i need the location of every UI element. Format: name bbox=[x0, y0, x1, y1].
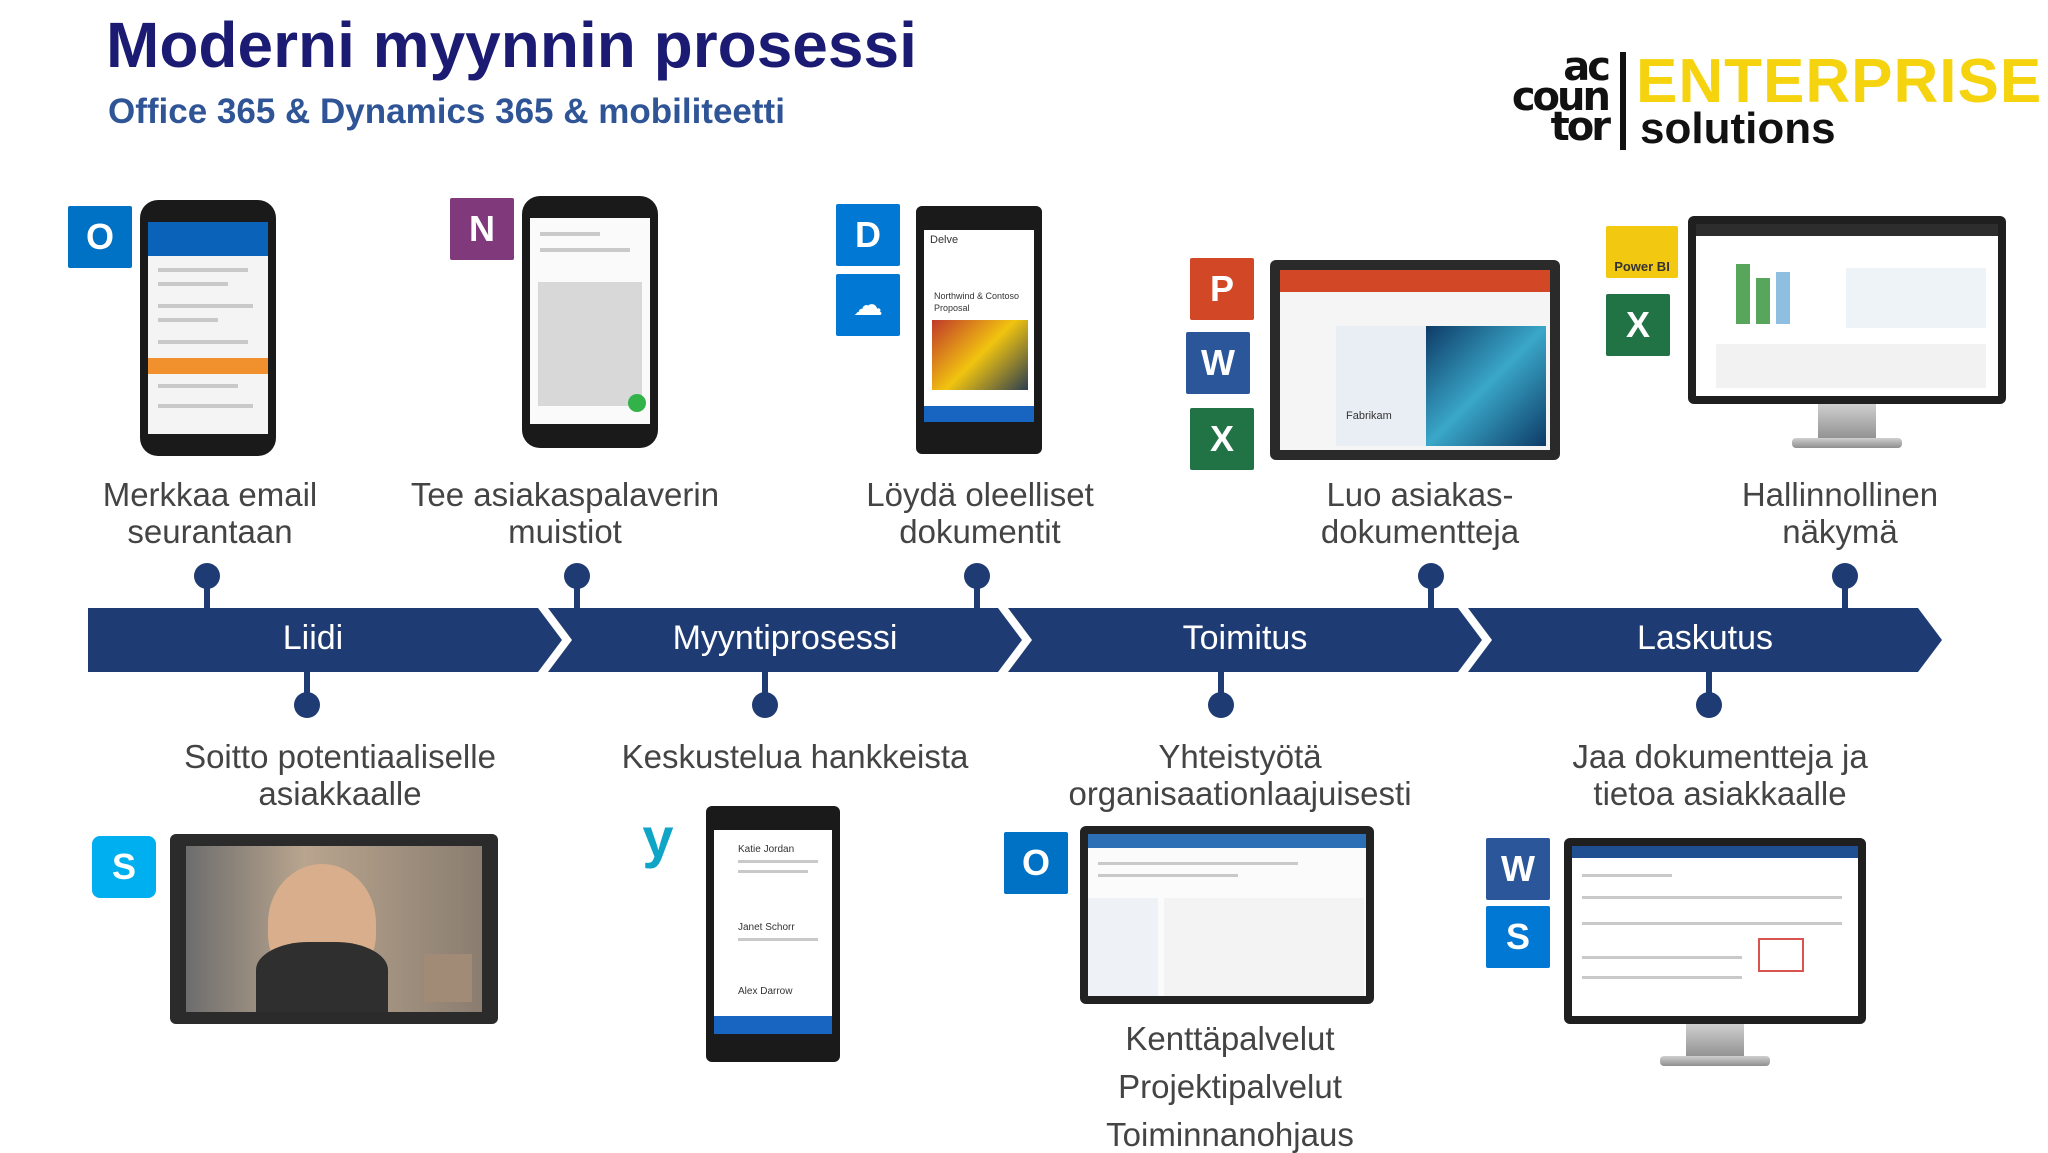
monitor-stand bbox=[1686, 1024, 1744, 1058]
pin-stem-top-4 bbox=[1428, 586, 1434, 610]
sharepoint-monitor bbox=[1564, 838, 1866, 1024]
step-label-discussion: Keskustelua hankkeista bbox=[621, 738, 969, 775]
phase-label-delivery: Toimitus bbox=[1182, 619, 1308, 657]
outlook-icon: O bbox=[1004, 832, 1068, 894]
monitor-base bbox=[1660, 1056, 1770, 1066]
step-label-collaboration: Yhteistyötä organisaationlaajuisesti bbox=[1068, 738, 1412, 812]
yammer-person-1: Katie Jordan bbox=[738, 844, 795, 855]
pin-top-4 bbox=[1418, 563, 1444, 589]
service-erp: Toiminnanohjaus bbox=[1106, 1116, 1354, 1153]
outlook-phone bbox=[140, 200, 276, 456]
onenote-icon: N bbox=[450, 198, 514, 260]
step-label-meeting-notes: Tee asiakaspalaverin muistiot bbox=[410, 476, 720, 550]
powerbi-monitor bbox=[1688, 216, 2006, 404]
phase-arrow-billing bbox=[1468, 608, 1942, 672]
phase-label-sales: Myyntiprosessi bbox=[672, 619, 898, 657]
yammer-phone: Katie Jordan Janet Schorr Alex Darrow bbox=[706, 806, 840, 1062]
onenote-phone bbox=[522, 196, 658, 448]
pin-bottom-1 bbox=[294, 692, 320, 718]
monitor-stand bbox=[1818, 404, 1876, 440]
service-field: Kenttäpalvelut bbox=[1125, 1020, 1335, 1057]
logo-divider bbox=[1620, 52, 1626, 150]
yammer-icon: y bbox=[626, 806, 690, 869]
page-title: Moderni myynnin prosessi bbox=[106, 9, 917, 81]
pin-stem-bottom-1 bbox=[304, 670, 310, 696]
step-label-documents: Löydä oleelliset dokumentit bbox=[866, 476, 1094, 550]
pin-top-3 bbox=[964, 563, 990, 589]
pin-stem-top-5 bbox=[1842, 586, 1848, 610]
excel-icon: X bbox=[1606, 294, 1670, 356]
monitor-base bbox=[1792, 438, 1902, 448]
step-label-email: Merkkaa email seurantaan bbox=[102, 476, 318, 550]
word-icon: W bbox=[1186, 332, 1250, 394]
pin-top-1 bbox=[194, 563, 220, 589]
step-label-call: Soitto potentiaaliselle asiakkaalle bbox=[184, 738, 496, 812]
delve-app-name: Delve bbox=[930, 234, 959, 246]
pin-stem-top-1 bbox=[204, 586, 210, 610]
phase-arrow-lead bbox=[88, 608, 562, 672]
step-label-admin-view: Hallinnollinen näkymä bbox=[1741, 476, 1939, 550]
phase-label-billing: Laskutus bbox=[1636, 619, 1774, 657]
pin-stem-bottom-3 bbox=[1218, 670, 1224, 696]
pin-top-2 bbox=[564, 563, 590, 589]
delve-phone: Delve Northwind & Contoso Proposal bbox=[916, 206, 1042, 454]
pin-bottom-4 bbox=[1696, 692, 1722, 718]
pin-stem-bottom-4 bbox=[1706, 670, 1712, 696]
surface-tablet: Fabrikam bbox=[1270, 260, 1560, 460]
step-label-share-docs: Jaa dokumentteja ja tietoa asiakkaalle bbox=[1572, 738, 1868, 812]
pin-bottom-3 bbox=[1208, 692, 1234, 718]
word-icon: W bbox=[1486, 838, 1550, 900]
outlook-screen bbox=[1080, 826, 1374, 1004]
pin-top-5 bbox=[1832, 563, 1858, 589]
phase-label-lead: Liidi bbox=[282, 619, 344, 657]
phase-arrow-delivery bbox=[1008, 608, 1482, 672]
powerpoint-icon: P bbox=[1190, 258, 1254, 320]
delve-document-title: Northwind & Contoso Proposal bbox=[934, 291, 1020, 313]
pin-stem-bottom-2 bbox=[762, 670, 768, 696]
excel-icon: X bbox=[1190, 408, 1254, 470]
outlook-icon: O bbox=[68, 206, 132, 268]
fabrikam-slide-title: Fabrikam bbox=[1346, 410, 1392, 422]
onedrive-icon: ☁ bbox=[836, 274, 900, 336]
pin-bottom-2 bbox=[752, 692, 778, 718]
logo-tagline: solutions bbox=[1640, 104, 1836, 153]
step-label-create-docs: Luo asiakas- dokumentteja bbox=[1320, 476, 1520, 550]
yammer-person-3: Alex Darrow bbox=[738, 986, 793, 997]
logo-brand: ENTERPRISE bbox=[1636, 47, 2043, 116]
yammer-person-2: Janet Schorr bbox=[738, 922, 795, 933]
page-subtitle: Office 365 & Dynamics 365 & mobiliteetti bbox=[108, 92, 785, 131]
pin-stem-top-2 bbox=[574, 586, 580, 610]
service-project: Projektipalvelut bbox=[1118, 1068, 1342, 1105]
company-logo: ac coun tor ENTERPRISE solutions bbox=[1500, 44, 2041, 162]
pin-stem-top-3 bbox=[974, 586, 980, 610]
sharepoint-icon: S bbox=[1486, 906, 1550, 968]
skype-tablet bbox=[170, 834, 498, 1024]
logo-mark: ac coun tor bbox=[1511, 44, 1611, 150]
powerbi-icon: Power BI bbox=[1606, 226, 1678, 278]
skype-icon: S bbox=[92, 836, 156, 898]
delve-icon: D bbox=[836, 204, 900, 266]
phase-arrow-sales bbox=[548, 608, 1022, 672]
